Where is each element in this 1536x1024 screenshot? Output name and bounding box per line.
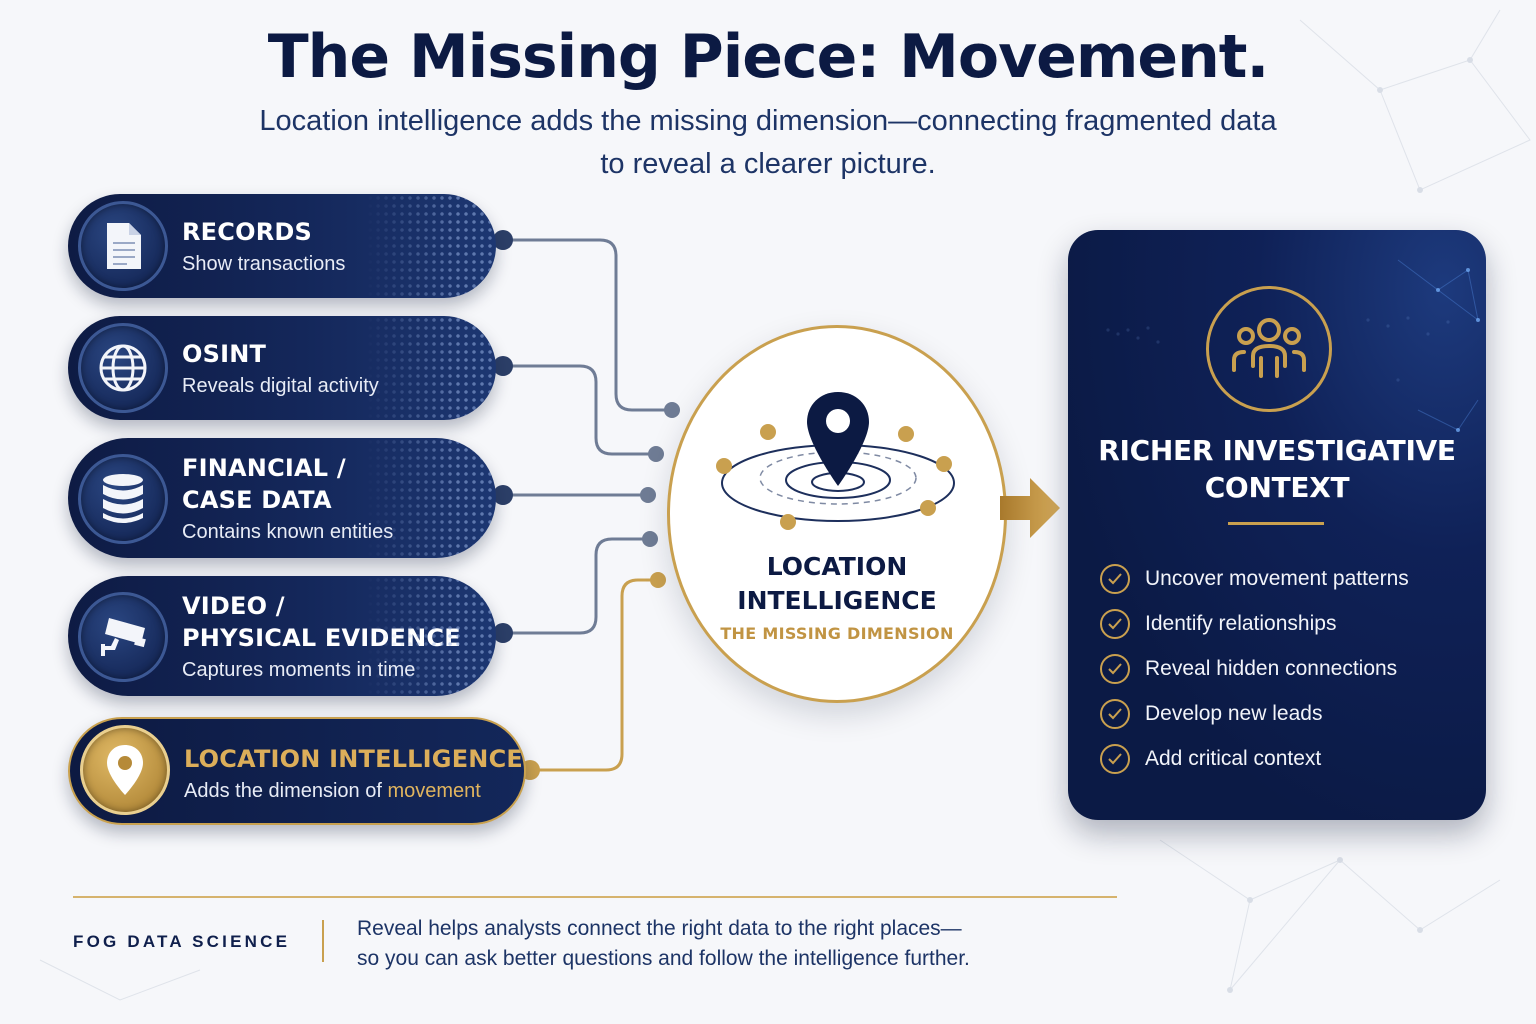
check-circle-icon bbox=[1100, 743, 1130, 774]
context-title: RICHER INVESTIGATIVE CONTEXT bbox=[1068, 432, 1486, 506]
source-description: Reveals digital activity bbox=[182, 375, 379, 397]
source-card-osint: OSINT Reveals digital activity bbox=[68, 316, 496, 420]
connector-osint bbox=[501, 364, 658, 456]
benefit-label: Uncover movement patterns bbox=[1145, 566, 1409, 590]
subtitle-line-2: to reveal a clearer picture. bbox=[600, 148, 936, 180]
source-heading: FINANCIAL / bbox=[182, 454, 346, 482]
location-source-description: Adds the dimension of movement bbox=[184, 777, 523, 805]
benefit-label: Identify relationships bbox=[1145, 611, 1337, 635]
footer-tagline: Reveal helps analysts connect the right … bbox=[357, 914, 970, 974]
people-group-icon bbox=[1206, 286, 1332, 412]
map-pin-icon bbox=[807, 392, 869, 486]
connector-node bbox=[493, 623, 513, 643]
hub-title: LOCATION INTELLIGENCE bbox=[670, 550, 1004, 618]
footer-tagline-line-1: Reveal helps analysts connect the right … bbox=[357, 917, 962, 940]
investigative-context-panel: RICHER INVESTIGATIVE CONTEXT Uncover mov… bbox=[1068, 230, 1486, 820]
connector-video bbox=[501, 537, 652, 635]
benefit-label: Reveal hidden connections bbox=[1145, 656, 1398, 680]
source-description: Captures moments in time bbox=[182, 659, 416, 681]
connector-node bbox=[493, 356, 513, 376]
connector-node bbox=[664, 402, 680, 418]
list-item: Identify relationships bbox=[1100, 601, 1409, 646]
hub-title-line-2: INTELLIGENCE bbox=[737, 586, 937, 615]
source-description: Contains known entities bbox=[182, 521, 394, 543]
connector-node bbox=[642, 531, 658, 547]
benefit-label: Add critical context bbox=[1145, 746, 1322, 770]
world-map-texture bbox=[1106, 259, 1480, 432]
check-circle-icon bbox=[1100, 698, 1130, 729]
hub-subtitle: THE MISSING DIMENSION bbox=[720, 624, 954, 643]
benefit-label: Develop new leads bbox=[1145, 701, 1323, 725]
context-benefit-list: Uncover movement patterns Identify relat… bbox=[1100, 556, 1409, 781]
check-circle-icon bbox=[1100, 608, 1130, 639]
connector-node bbox=[640, 487, 656, 503]
location-source-description-prefix: Adds the dimension of bbox=[184, 780, 382, 802]
brand-name: FOG DATA SCIENCE bbox=[73, 932, 291, 951]
footer-tagline-line-2: so you can ask better questions and foll… bbox=[357, 947, 970, 970]
source-heading-line-2: PHYSICAL EVIDENCE bbox=[182, 624, 461, 652]
camera-icon bbox=[78, 592, 168, 682]
source-card-records: RECORDS Show transactions bbox=[68, 194, 496, 298]
source-heading-line-2: CASE DATA bbox=[182, 486, 332, 514]
source-card-video: VIDEO / PHYSICAL EVIDENCE Captures momen… bbox=[68, 576, 496, 696]
source-description: Show transactions bbox=[182, 253, 346, 275]
source-card-financial: FINANCIAL / CASE DATA Contains known ent… bbox=[68, 438, 496, 558]
arrow-right-icon bbox=[1000, 478, 1060, 538]
connector-records bbox=[501, 238, 674, 412]
connector-location bbox=[528, 578, 660, 772]
map-pin-icon bbox=[80, 725, 170, 815]
context-title-line-1: RICHER INVESTIGATIVE bbox=[1098, 434, 1456, 467]
list-item: Develop new leads bbox=[1100, 691, 1409, 736]
source-heading: VIDEO / bbox=[182, 592, 285, 620]
list-item: Add critical context bbox=[1100, 736, 1409, 781]
page-subtitle: Location intelligence adds the missing d… bbox=[0, 100, 1536, 186]
list-item: Reveal hidden connections bbox=[1100, 646, 1409, 691]
list-item: Uncover movement patterns bbox=[1100, 556, 1409, 601]
source-heading: OSINT bbox=[182, 340, 267, 368]
orbit-graphic bbox=[716, 392, 955, 530]
context-title-rule bbox=[1228, 522, 1324, 525]
subtitle-line-1: Location intelligence adds the missing d… bbox=[259, 105, 1277, 137]
check-circle-icon bbox=[1100, 653, 1130, 684]
source-heading: RECORDS bbox=[182, 218, 312, 246]
hub-title-line-1: LOCATION bbox=[766, 552, 908, 581]
connector-node bbox=[650, 572, 666, 588]
location-source-highlight: movement bbox=[387, 780, 481, 802]
check-circle-icon bbox=[1100, 563, 1130, 594]
location-source-heading: LOCATION INTELLIGENCE bbox=[184, 745, 523, 773]
connector-node bbox=[493, 230, 513, 250]
database-icon bbox=[78, 454, 168, 544]
location-intelligence-hub: LOCATION INTELLIGENCE THE MISSING DIMENS… bbox=[667, 325, 1007, 703]
footer-divider-line bbox=[73, 896, 1117, 898]
page-title: The Missing Piece: Movement. bbox=[267, 22, 1270, 92]
connector-node bbox=[493, 485, 513, 505]
document-icon bbox=[78, 201, 168, 291]
globe-icon bbox=[78, 323, 168, 413]
context-title-line-2: CONTEXT bbox=[1204, 471, 1350, 504]
footer-vertical-divider bbox=[322, 920, 324, 962]
connector-node bbox=[648, 446, 664, 462]
source-card-location-intelligence: LOCATION INTELLIGENCE Adds the dimension… bbox=[68, 717, 526, 825]
